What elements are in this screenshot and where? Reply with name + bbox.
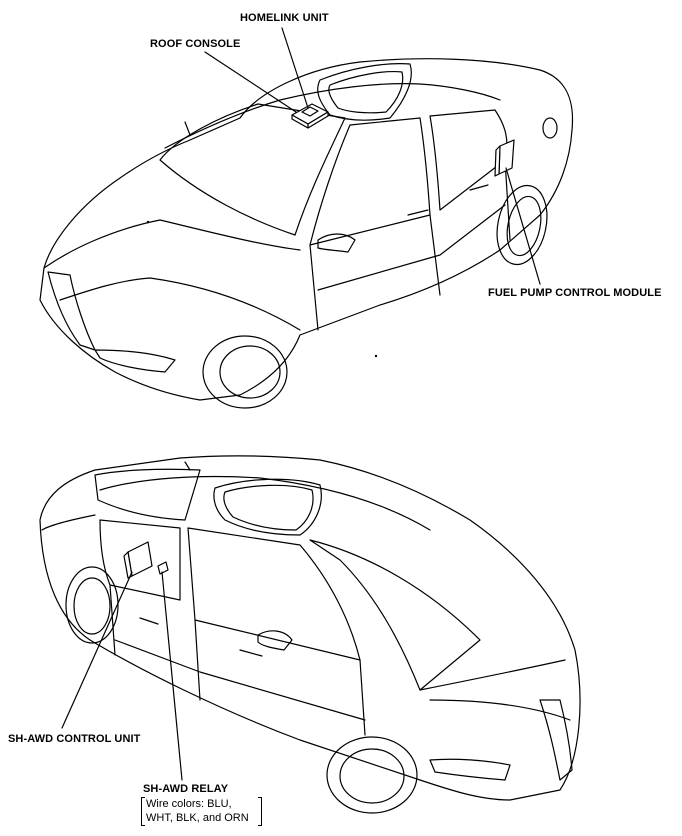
bottom-car-windshield	[310, 540, 480, 690]
sh-awd-relay-label: SH-AWD RELAY	[143, 783, 229, 795]
bottom-car-hood	[420, 660, 570, 720]
bottom-car-doors	[110, 585, 365, 735]
bottom-car-illustration	[40, 456, 580, 813]
fuel-pump-leader	[506, 168, 540, 284]
wire-colors-bracket-left	[141, 797, 145, 826]
top-car-headlight	[95, 350, 175, 372]
sh-awd-control-unit-leader	[62, 572, 132, 728]
bottom-car-headlight	[430, 759, 510, 780]
top-car-mirror	[318, 234, 355, 252]
top-car-roof	[165, 84, 500, 148]
bottom-car-side-windows	[100, 520, 180, 600]
top-car-fuel-door	[543, 118, 557, 138]
top-car-illustration	[40, 59, 573, 408]
roof-console-leader	[205, 52, 296, 112]
bottom-car-roof	[100, 477, 430, 531]
bottom-car-rear-window	[95, 469, 200, 520]
fuel-pump-control-module-component	[495, 140, 514, 176]
top-car-doors	[310, 160, 510, 330]
bottom-car-sunroof	[214, 479, 321, 535]
top-car-front-wheel	[203, 336, 287, 408]
homelink-unit-component	[302, 107, 318, 116]
bottom-car-front-wheel	[327, 737, 417, 813]
top-car-body-outline	[40, 59, 573, 400]
homelink-unit-label: HOMELINK UNIT	[240, 12, 329, 24]
top-car-grille	[48, 272, 95, 350]
top-car-sunroof	[318, 64, 412, 121]
sh-awd-relay-component	[158, 562, 168, 574]
bottom-car-grille	[540, 700, 572, 780]
roof-console-label: ROOF CONSOLE	[150, 38, 241, 50]
top-car-windshield	[160, 104, 345, 235]
wire-colors-line-1: Wire colors: BLU,	[146, 798, 232, 810]
top-car-hood	[44, 220, 300, 268]
homelink-leader	[282, 28, 308, 108]
bottom-car-rear-wheel	[66, 567, 118, 643]
sh-awd-relay-leader	[162, 572, 182, 780]
bottom-car-mirror	[258, 631, 292, 650]
sh-awd-control-unit-label: SH-AWD CONTROL UNIT	[8, 733, 141, 745]
wire-colors-bracket-right	[258, 797, 262, 826]
top-car-rear-wheel	[490, 181, 554, 269]
sh-awd-control-unit-component	[124, 542, 152, 578]
wire-colors-line-2: WHT, BLK, and ORN	[146, 812, 249, 824]
bottom-car-body-outline	[40, 456, 580, 800]
top-car-side-windows	[310, 118, 430, 245]
fuel-pump-control-module-label: FUEL PUMP CONTROL MODULE	[488, 287, 662, 299]
